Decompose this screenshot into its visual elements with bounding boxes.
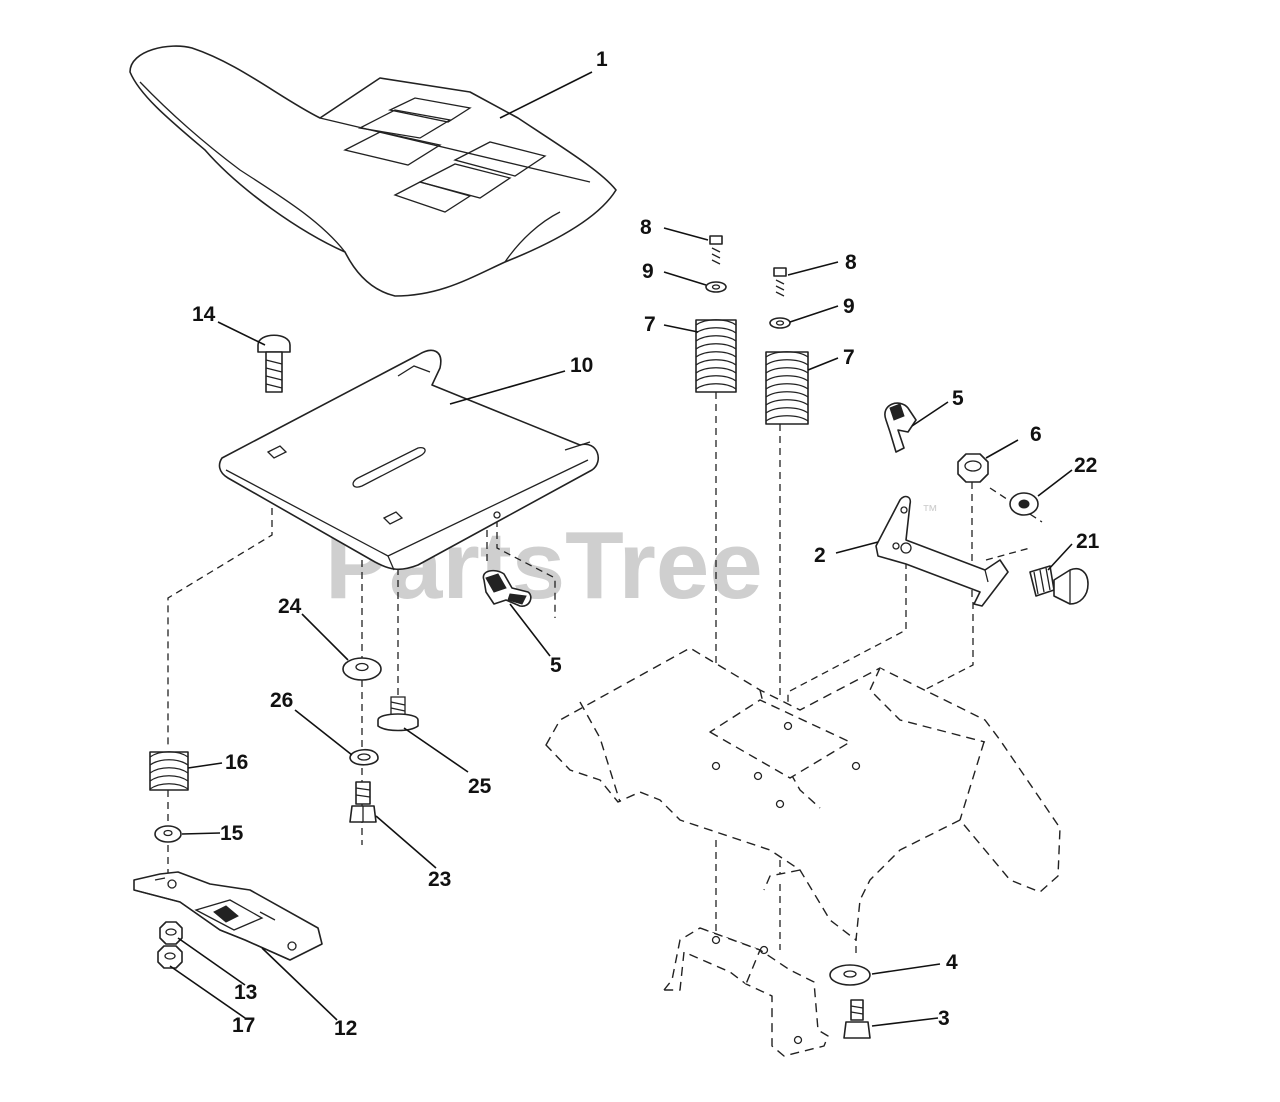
callout-5-lower: 5: [550, 654, 562, 677]
callout-25: 25: [468, 775, 492, 798]
lock-nut: [1009, 492, 1039, 516]
callout-5-upper: 5: [952, 387, 964, 410]
callout-15: 15: [220, 822, 244, 845]
callout-22: 22: [1074, 454, 1097, 477]
shoulder-bolt: [1029, 565, 1089, 605]
callout-6: 6: [1030, 423, 1042, 446]
callout-labels: 1 14 10 8 9 7 8 9 7 5 6 22 2 21 24 5 26 …: [192, 48, 1100, 1040]
callout-8-right: 8: [845, 251, 857, 274]
nut-13: [159, 921, 183, 945]
callout-4: 4: [946, 951, 958, 974]
frame-bolt: [843, 999, 871, 1039]
callout-17: 17: [232, 1014, 255, 1037]
spring-right: [765, 351, 809, 425]
lock-washer: [349, 748, 379, 766]
callout-1: 1: [596, 48, 608, 71]
clip-lower: [482, 569, 532, 607]
tractor-frame: [545, 647, 1061, 941]
nut-17: [157, 945, 183, 969]
screw-right: [773, 267, 787, 297]
callout-7-right: 7: [843, 346, 855, 369]
callout-2: 2: [814, 544, 826, 567]
spring-left: [695, 319, 737, 393]
clip-upper: [884, 402, 917, 453]
callout-26: 26: [270, 689, 293, 712]
seat-pan: [218, 349, 600, 571]
hex-nut: [957, 453, 989, 483]
frame-washer: [829, 964, 871, 986]
adjustment-plate: [133, 871, 323, 961]
washer-right: [769, 317, 791, 329]
screw-left: [709, 235, 723, 265]
callout-13: 13: [234, 981, 257, 1004]
leader-lines: [169, 71, 1073, 1027]
callout-9-right: 9: [843, 295, 855, 318]
callout-8-left: 8: [640, 216, 652, 239]
spacer: [154, 825, 182, 843]
callout-14: 14: [192, 303, 216, 326]
callout-7-left: 7: [644, 313, 656, 336]
callout-23: 23: [428, 868, 451, 891]
bracket: [875, 495, 1009, 607]
callout-16: 16: [225, 751, 248, 774]
callout-21: 21: [1076, 530, 1100, 553]
washer-left: [705, 281, 727, 293]
callout-24: 24: [278, 595, 302, 618]
carriage-bolt: [257, 334, 291, 393]
spring-small: [149, 751, 189, 791]
hex-bolt: [349, 781, 377, 823]
callout-9-left: 9: [642, 260, 654, 283]
callout-12: 12: [334, 1017, 357, 1040]
shoulder-screw: [377, 696, 419, 732]
callout-3: 3: [938, 1007, 950, 1030]
callout-10: 10: [570, 354, 593, 377]
seat: [129, 45, 617, 297]
watermark-trademark: ™: [922, 503, 938, 520]
flat-washer: [342, 657, 382, 681]
lower-bracket: [663, 927, 829, 1057]
